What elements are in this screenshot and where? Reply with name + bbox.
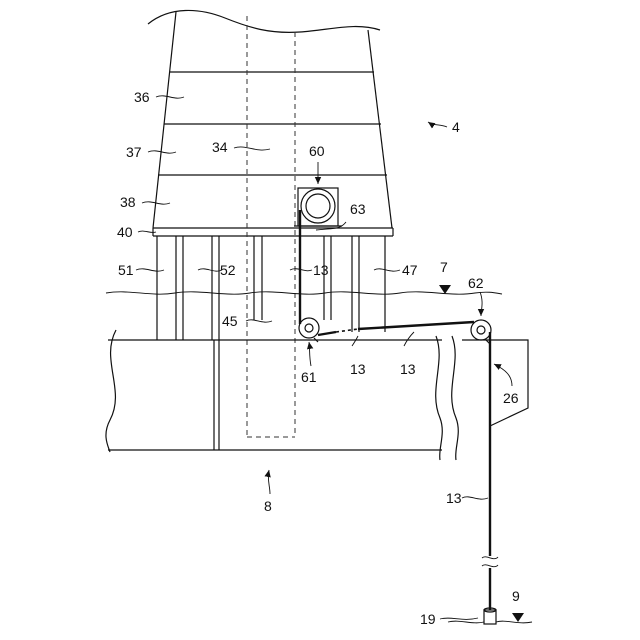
label-13-mid-a: 13 (350, 361, 366, 377)
pulley-61-hub (305, 324, 313, 332)
line-break-mark-2 (482, 565, 498, 567)
label-13-lower: 13 (446, 490, 462, 506)
pulley-61-outer (299, 318, 319, 338)
leader-37 (148, 151, 176, 153)
tower-left-edge (153, 12, 176, 228)
arrow-26 (494, 364, 512, 386)
label-62: 62 (468, 275, 484, 291)
line-pulley61-to-pulley62-a (318, 332, 336, 335)
arrow-4 (428, 122, 447, 127)
label-26: 26 (503, 390, 519, 406)
winch-drum-inner (306, 194, 330, 218)
arrow-62 (480, 292, 482, 316)
label-8: 8 (264, 498, 272, 514)
label-36: 36 (134, 89, 150, 105)
leader-13d (462, 497, 488, 499)
line-pulley61-to-pulley62-b (358, 322, 474, 329)
label-60: 60 (309, 143, 325, 159)
float-right-break-1 (436, 336, 443, 460)
leader-19 (440, 618, 478, 619)
floating-body (106, 330, 458, 460)
leader-47 (374, 269, 400, 271)
winch-assembly (294, 188, 342, 226)
arrow-61 (309, 342, 311, 366)
label-19: 19 (420, 611, 436, 627)
label-34: 34 (212, 139, 228, 155)
leader-51 (136, 269, 164, 271)
leader-13b (352, 336, 358, 346)
label-37: 37 (126, 144, 142, 160)
tower-top-break-line (148, 10, 380, 32)
fairlead-outline (462, 340, 528, 426)
label-63: 63 (350, 201, 366, 217)
tower-right-edge (368, 30, 392, 228)
label-13-upper: 13 (313, 262, 329, 278)
float-right-break-2 (452, 336, 459, 460)
water-surface-line (106, 292, 502, 294)
fairlead-structure (462, 340, 528, 426)
leader-34 (234, 147, 270, 150)
seabed-line (448, 621, 532, 623)
leader-45 (246, 320, 272, 322)
center-column-hidden (247, 16, 295, 437)
label-51: 51 (118, 262, 134, 278)
line-gap-dashes (336, 329, 358, 332)
float-left-break (106, 330, 116, 452)
leader-36 (156, 96, 184, 98)
reference-labels: 36 37 34 4 60 38 63 40 51 52 13 47 7 62 … (117, 89, 520, 627)
label-13-mid-b: 13 (400, 361, 416, 377)
label-7: 7 (440, 259, 448, 275)
label-52: 52 (220, 262, 236, 278)
support-legs (157, 236, 385, 340)
label-47: 47 (402, 262, 418, 278)
leader-13c (404, 332, 414, 346)
pulley-62-hub (477, 326, 485, 334)
label-38: 38 (120, 194, 136, 210)
label-45: 45 (222, 313, 238, 329)
seabed-level-marker (512, 613, 524, 622)
label-9: 9 (512, 588, 520, 604)
label-40: 40 (117, 224, 133, 240)
water-level-marker (439, 285, 451, 294)
pulley-61 (299, 318, 319, 342)
label-61: 61 (301, 369, 317, 385)
arrow-8 (268, 470, 270, 494)
label-4: 4 (452, 119, 460, 135)
line-break-mark-1 (482, 557, 498, 559)
anchor (484, 608, 496, 624)
